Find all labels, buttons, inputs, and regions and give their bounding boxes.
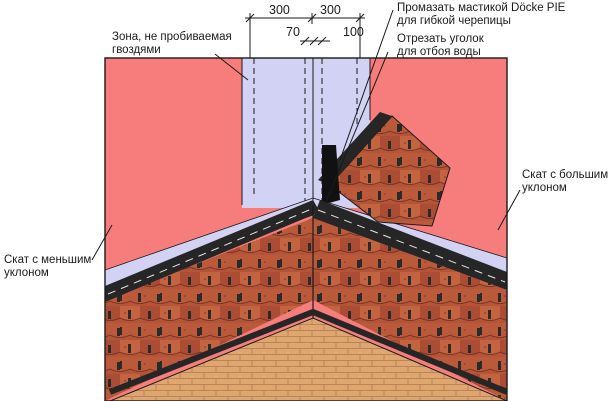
dimension-bottom-right: 100 [343, 25, 364, 39]
label-steep-slope: Скат с большим уклоном [522, 169, 611, 194]
gable-fascia [108, 308, 507, 395]
mastic-strip [322, 145, 340, 205]
dimension-top-right: 300 [320, 3, 341, 17]
label-cut-corner: Отрезать уголок для отбоя воды [397, 33, 487, 58]
leader-lines [91, 9, 521, 261]
right-slope-shingles [313, 218, 507, 401]
dimension-top-left: 300 [269, 3, 290, 17]
left-starter-band [105, 200, 320, 302]
drawing-frame [104, 57, 508, 401]
left-slope-shingles [105, 218, 313, 401]
dimension-lines [245, 13, 365, 58]
left-starter-dashes [107, 207, 315, 295]
gable-brick-wall [109, 317, 507, 401]
dimension-bottom-left: 70 [286, 25, 300, 39]
label-mastic: Промазать мастикой Döcke PIE для гибкой … [397, 2, 569, 27]
label-shallow-slope: Скат с меньшим уклоном [4, 254, 95, 279]
right-starter-dashes [317, 209, 506, 283]
label-nail-free-zone: Зона, не пробиваемая гвоздями [112, 31, 235, 56]
